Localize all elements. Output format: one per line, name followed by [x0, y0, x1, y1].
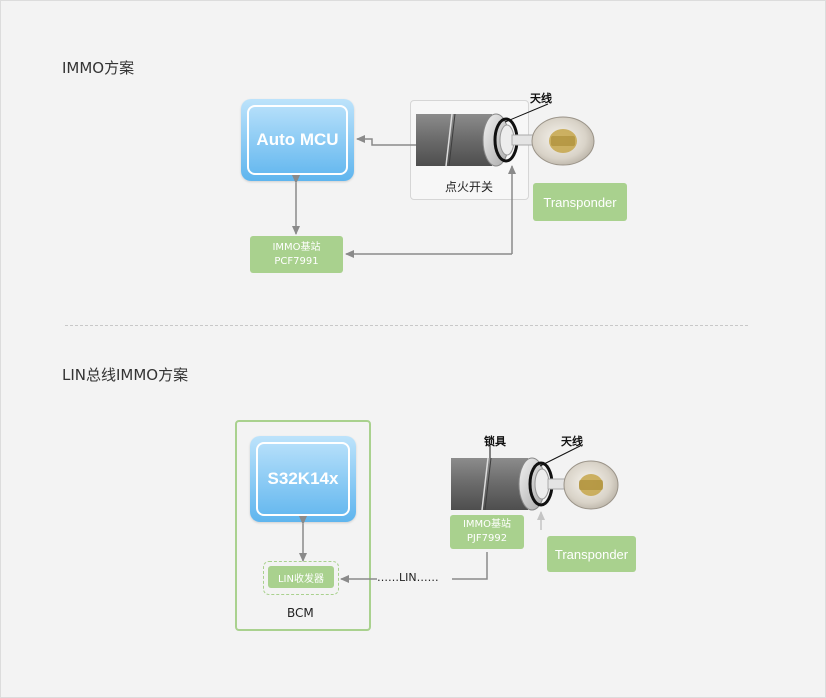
- lin-bus-label: ……LIN……: [377, 571, 439, 584]
- base-station-name: IMMO基站: [272, 241, 321, 253]
- section-heading-lin: LIN总线IMMO方案: [62, 366, 189, 384]
- antenna-label-2: 天线: [561, 435, 583, 448]
- base-station-part-2: PJF7992: [466, 533, 508, 544]
- base-station-part: PCF7991: [274, 255, 319, 267]
- s32k14x-block: S32K14x: [250, 436, 356, 522]
- s32k14x-label: S32K14x: [256, 442, 350, 516]
- immo-base-station-pjf7992: IMMO基站 PJF7992: [450, 515, 524, 549]
- auto-mcu-label: Auto MCU: [247, 105, 348, 175]
- transponder-box-1: Transponder: [533, 183, 627, 221]
- antenna-label-1: 天线: [530, 92, 552, 105]
- transponder-box-2: Transponder: [547, 536, 636, 572]
- immo-base-station-pcf7991: IMMO基站 PCF7991: [250, 236, 343, 273]
- section-divider: [65, 325, 748, 326]
- section-heading-immo: IMMO方案: [62, 59, 135, 77]
- bcm-label: BCM: [287, 606, 314, 620]
- auto-mcu-block: Auto MCU: [241, 99, 354, 181]
- lin-transceiver-box: LIN收发器: [268, 566, 334, 588]
- base-station-name-2: IMMO基站: [462, 519, 512, 530]
- ignition-switch-label: 点火开关: [445, 180, 494, 194]
- lock-label: 锁具: [484, 435, 506, 448]
